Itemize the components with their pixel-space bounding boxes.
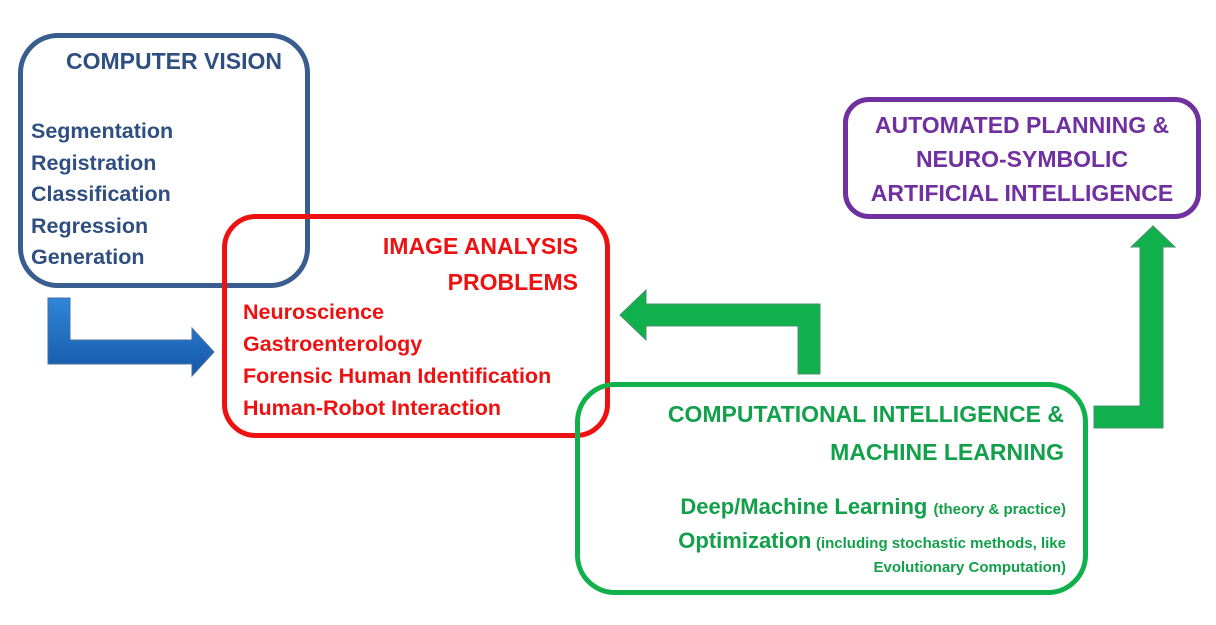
ci-opt-label: Optimization bbox=[678, 528, 812, 553]
ci-optimization-line: Optimization (including stochastic metho… bbox=[678, 528, 1066, 554]
cv-item-registration: Registration bbox=[31, 150, 157, 175]
computer-vision-list: Segmentation Registration Classification… bbox=[31, 116, 173, 274]
cv-item-generation: Generation bbox=[31, 245, 145, 269]
computer-vision-title: COMPUTER VISION bbox=[66, 48, 282, 74]
cv-item-classification: Classification bbox=[31, 182, 171, 206]
ci-opt-note-1: (including stochastic methods, like bbox=[815, 535, 1066, 552]
ci-dl-note: (theory & practice) bbox=[933, 501, 1066, 518]
ci-deep-learning-line: Deep/Machine Learning (theory & practice… bbox=[680, 494, 1066, 520]
ci-to-ap-arrow bbox=[1093, 225, 1177, 429]
computational-intelligence-box bbox=[575, 382, 1088, 595]
ci-title-line2: MACHINE LEARNING bbox=[830, 439, 1064, 465]
ci-title-line1: COMPUTATIONAL INTELLIGENCE & bbox=[667, 401, 1064, 427]
ap-title-line2: NEURO-SYMBOLIC bbox=[915, 146, 1129, 172]
computer-vision-box bbox=[18, 33, 310, 288]
cv-item-regression: Regression bbox=[31, 213, 149, 238]
ci-opt-note-2: Evolutionary Computation) bbox=[873, 559, 1067, 576]
automated-planning-box bbox=[843, 97, 1201, 219]
cv-item-segmentation: Segmentation bbox=[31, 119, 174, 143]
cv-to-ia-arrow bbox=[47, 297, 215, 378]
ap-title-line1: AUTOMATED PLANNING & bbox=[874, 112, 1170, 138]
automated-planning-title: AUTOMATED PLANNING & NEURO-SYMBOLIC ARTI… bbox=[843, 108, 1201, 210]
ci-title: COMPUTATIONAL INTELLIGENCE & MACHINE LEA… bbox=[668, 395, 1064, 471]
ci-dl-label: Deep/Machine Learning bbox=[680, 494, 928, 519]
ia-item-neuroscience: Neuroscience bbox=[243, 300, 385, 324]
image-analysis-title: IMAGE ANALYSIS PROBLEMS bbox=[383, 228, 578, 300]
ia-item-forensic: Forensic Human Identification bbox=[243, 364, 552, 388]
ci-to-ia-arrow bbox=[619, 288, 821, 375]
ia-item-gastroenterology: Gastroenterology bbox=[243, 332, 423, 356]
ia-item-hri: Human-Robot Interaction bbox=[243, 396, 501, 420]
image-analysis-box bbox=[222, 214, 610, 438]
image-analysis-list: Neuroscience Gastroenterology Forensic H… bbox=[243, 296, 551, 424]
ia-title-line2: PROBLEMS bbox=[447, 269, 578, 295]
ap-title-line3: ARTIFICIAL INTELLIGENCE bbox=[870, 180, 1174, 206]
ia-title-line1: IMAGE ANALYSIS bbox=[382, 233, 578, 259]
